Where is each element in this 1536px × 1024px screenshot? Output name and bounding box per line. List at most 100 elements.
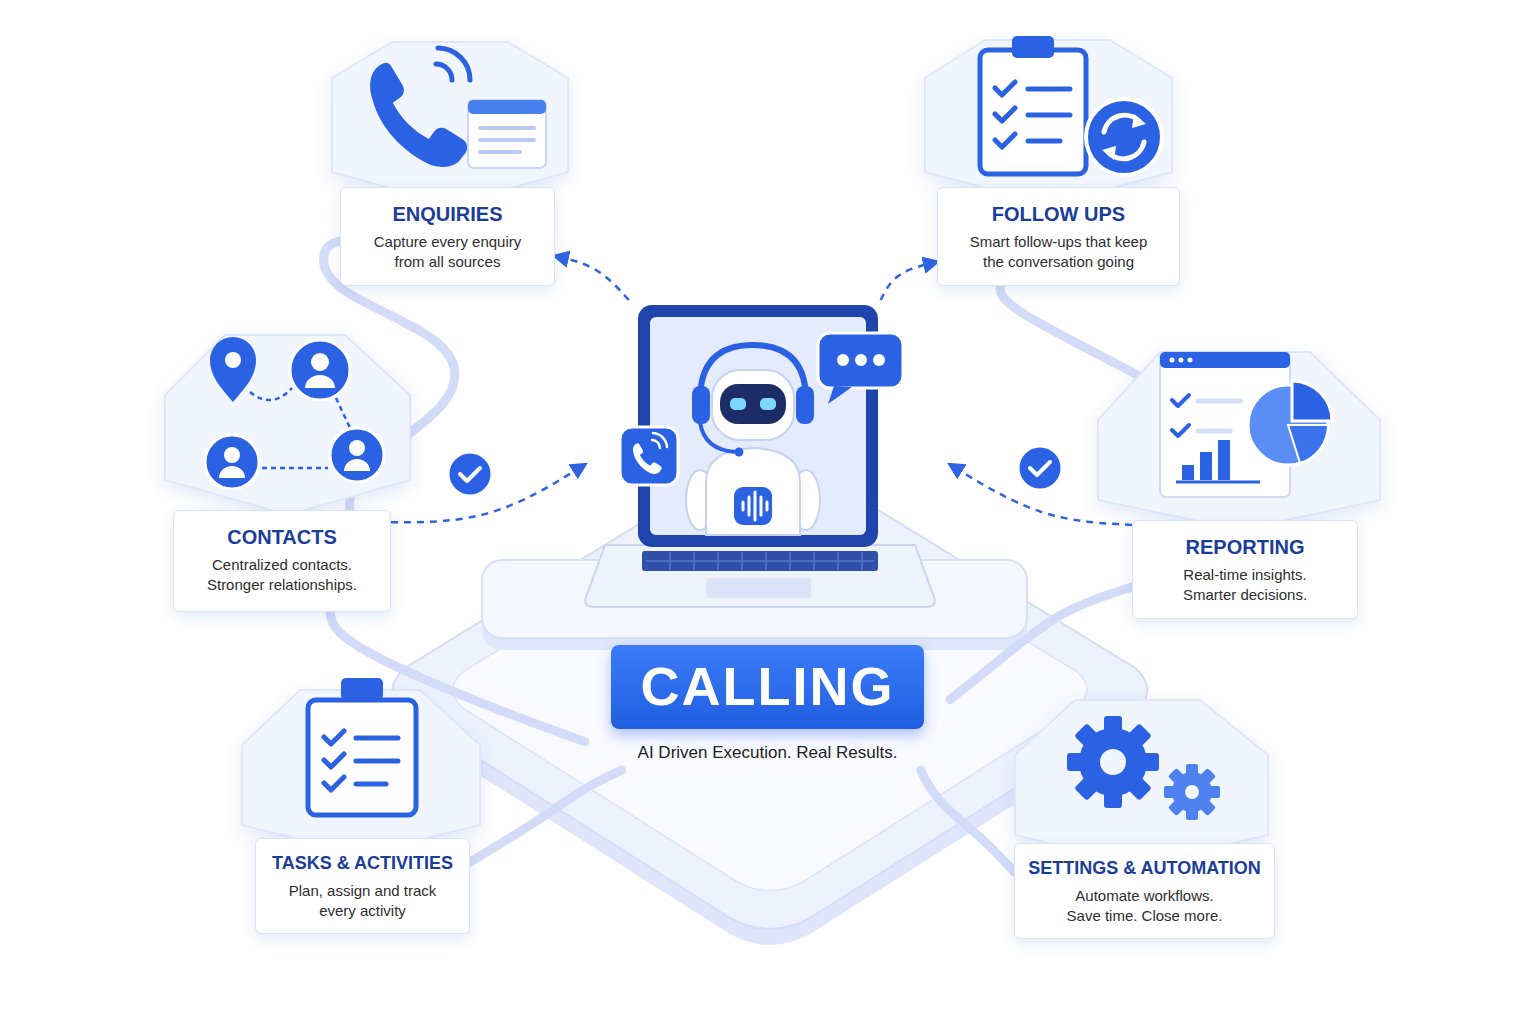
robot-body	[706, 448, 800, 535]
card-title: TASKS & ACTIVITIES	[272, 853, 453, 875]
check-badge	[448, 452, 492, 496]
list-lines	[1028, 89, 1070, 141]
bar	[1218, 440, 1230, 480]
card-body: Real-time insights. Smarter decisions.	[1158, 565, 1333, 606]
chat-dot	[855, 354, 867, 366]
clipboard	[980, 50, 1086, 174]
card-title: ENQUIRIES	[392, 202, 502, 226]
connector-tube	[921, 770, 1014, 872]
check-marks	[324, 731, 344, 790]
laptop-base	[585, 545, 935, 607]
pin-hole	[225, 352, 241, 368]
feature-card: REPORTING Real-time insights. Smarter dec…	[1132, 520, 1358, 619]
gear-body	[1079, 728, 1147, 796]
card-title: REPORTING	[1186, 535, 1305, 559]
card-title: SETTINGS & AUTOMATION	[1028, 858, 1261, 880]
pedestal	[1015, 700, 1268, 865]
person-badge	[290, 340, 350, 400]
report-window-bar	[1160, 352, 1290, 368]
person-badge	[205, 435, 259, 489]
microphone-boom	[700, 422, 736, 452]
robot-head	[712, 370, 794, 440]
check-circle	[1018, 446, 1062, 490]
refresh-badge	[1086, 99, 1162, 175]
microphone	[735, 448, 744, 457]
signal-wave	[436, 64, 452, 80]
gear-body	[1172, 772, 1212, 812]
person-head	[349, 440, 365, 456]
check-circle	[448, 452, 492, 496]
ear-cup	[692, 386, 710, 424]
message-card	[468, 100, 546, 168]
feature-card: SETTINGS & AUTOMATION Automate workflows.…	[1014, 843, 1275, 939]
signal-wave	[438, 48, 470, 80]
ear-cup	[796, 386, 814, 424]
touchpad	[706, 578, 811, 598]
voice-bars	[743, 492, 767, 520]
report-lines	[1198, 401, 1240, 431]
card-title: FOLLOW UPS	[992, 202, 1125, 226]
gear-hole	[1100, 749, 1126, 775]
chat-bubble	[818, 333, 903, 388]
pedestal	[165, 335, 410, 515]
hub-tagline: AI Driven Execution. Real Results.	[638, 743, 898, 763]
card-body: Smart follow-ups that keep the conversat…	[961, 232, 1156, 273]
call-wave	[652, 433, 667, 448]
message-band	[468, 100, 546, 114]
keyboard-keys	[646, 552, 874, 570]
person-badge	[330, 428, 384, 482]
call-badge	[620, 427, 678, 485]
pedestal	[1098, 352, 1380, 530]
list-lines	[356, 738, 398, 784]
connector-tube	[950, 587, 1132, 700]
hub-platform: CALLINGAI Driven Execution. Real Results…	[585, 300, 950, 770]
feature-card: ENQUIRIES Capture every enquiry from all …	[340, 187, 555, 286]
robot-eye	[760, 398, 776, 410]
refresh-heads	[1102, 114, 1146, 160]
feature-card: CONTACTS Centralized contacts. Stronger r…	[173, 510, 391, 612]
keyboard	[642, 551, 878, 571]
check-tick	[1030, 462, 1050, 475]
pedestals	[165, 40, 1380, 865]
gear-hole	[1185, 785, 1199, 799]
bar	[1200, 452, 1212, 480]
flow-arrow	[881, 262, 937, 300]
window-dot	[1179, 358, 1184, 363]
card-body: Automate workflows. Save time. Close mor…	[1062, 886, 1227, 927]
person-head	[311, 353, 329, 371]
enquiry-icon	[370, 48, 546, 168]
person-body	[305, 375, 335, 388]
tasks-icon	[308, 678, 416, 815]
pie-slice	[1292, 381, 1332, 421]
message-lines	[480, 128, 534, 152]
chart-base	[1176, 481, 1260, 484]
connector-tube	[470, 770, 622, 862]
contacts-icon	[205, 337, 384, 489]
laptop-illustration	[585, 305, 935, 607]
call-handset	[633, 443, 662, 474]
clipboard-clip	[1012, 36, 1054, 58]
follow-up-icon	[980, 36, 1162, 175]
reporting-icon	[1160, 352, 1332, 497]
person-head	[224, 447, 240, 463]
pedestal	[332, 42, 568, 205]
card-body: Plan, assign and track every activity	[273, 881, 453, 922]
robot-eye	[730, 398, 746, 410]
location-pin	[210, 337, 256, 402]
card-body: Capture every enquiry from all sources	[363, 232, 533, 273]
check-tick	[460, 468, 480, 481]
pedestal	[242, 690, 480, 855]
card-body: Centralized contacts. Stronger relations…	[187, 555, 377, 596]
chat-dot	[873, 354, 885, 366]
card-title: CONTACTS	[227, 525, 337, 549]
check-badge	[1018, 446, 1062, 490]
person-body	[219, 466, 245, 478]
feature-card: TASKS & ACTIVITIES Plan, assign and track…	[255, 838, 470, 934]
gear-large	[1067, 716, 1159, 808]
clipboard	[308, 700, 416, 815]
chat-tail	[828, 386, 852, 404]
feature-card: FOLLOW UPS Smart follow-ups that keep the…	[937, 187, 1180, 286]
clipboard-clip	[341, 678, 383, 700]
pie-slice	[1288, 425, 1328, 463]
robot-visor	[720, 384, 786, 424]
